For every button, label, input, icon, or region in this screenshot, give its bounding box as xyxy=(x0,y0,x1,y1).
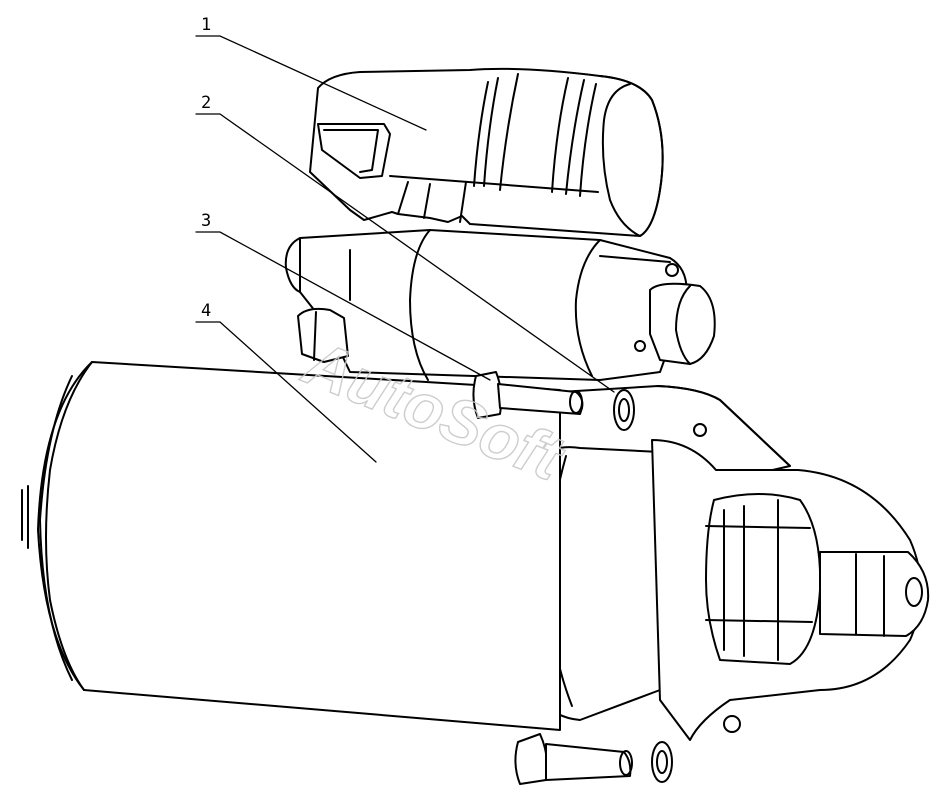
leader-lines xyxy=(195,35,615,463)
drive-end-housing xyxy=(509,385,930,741)
motor-yoke-cylinder xyxy=(21,361,561,731)
part-3-bolt xyxy=(472,371,584,419)
solenoid-body xyxy=(284,229,716,381)
callout-label-2: 2 xyxy=(201,93,211,113)
callout-label-1: 1 xyxy=(201,15,211,35)
part-2-washer xyxy=(613,389,635,431)
part-1-solenoid-cover xyxy=(309,67,664,237)
bottom-bolt xyxy=(514,733,633,785)
bottom-washer xyxy=(651,741,673,783)
callout-label-3: 3 xyxy=(201,211,211,231)
callout-label-4: 4 xyxy=(201,301,211,321)
